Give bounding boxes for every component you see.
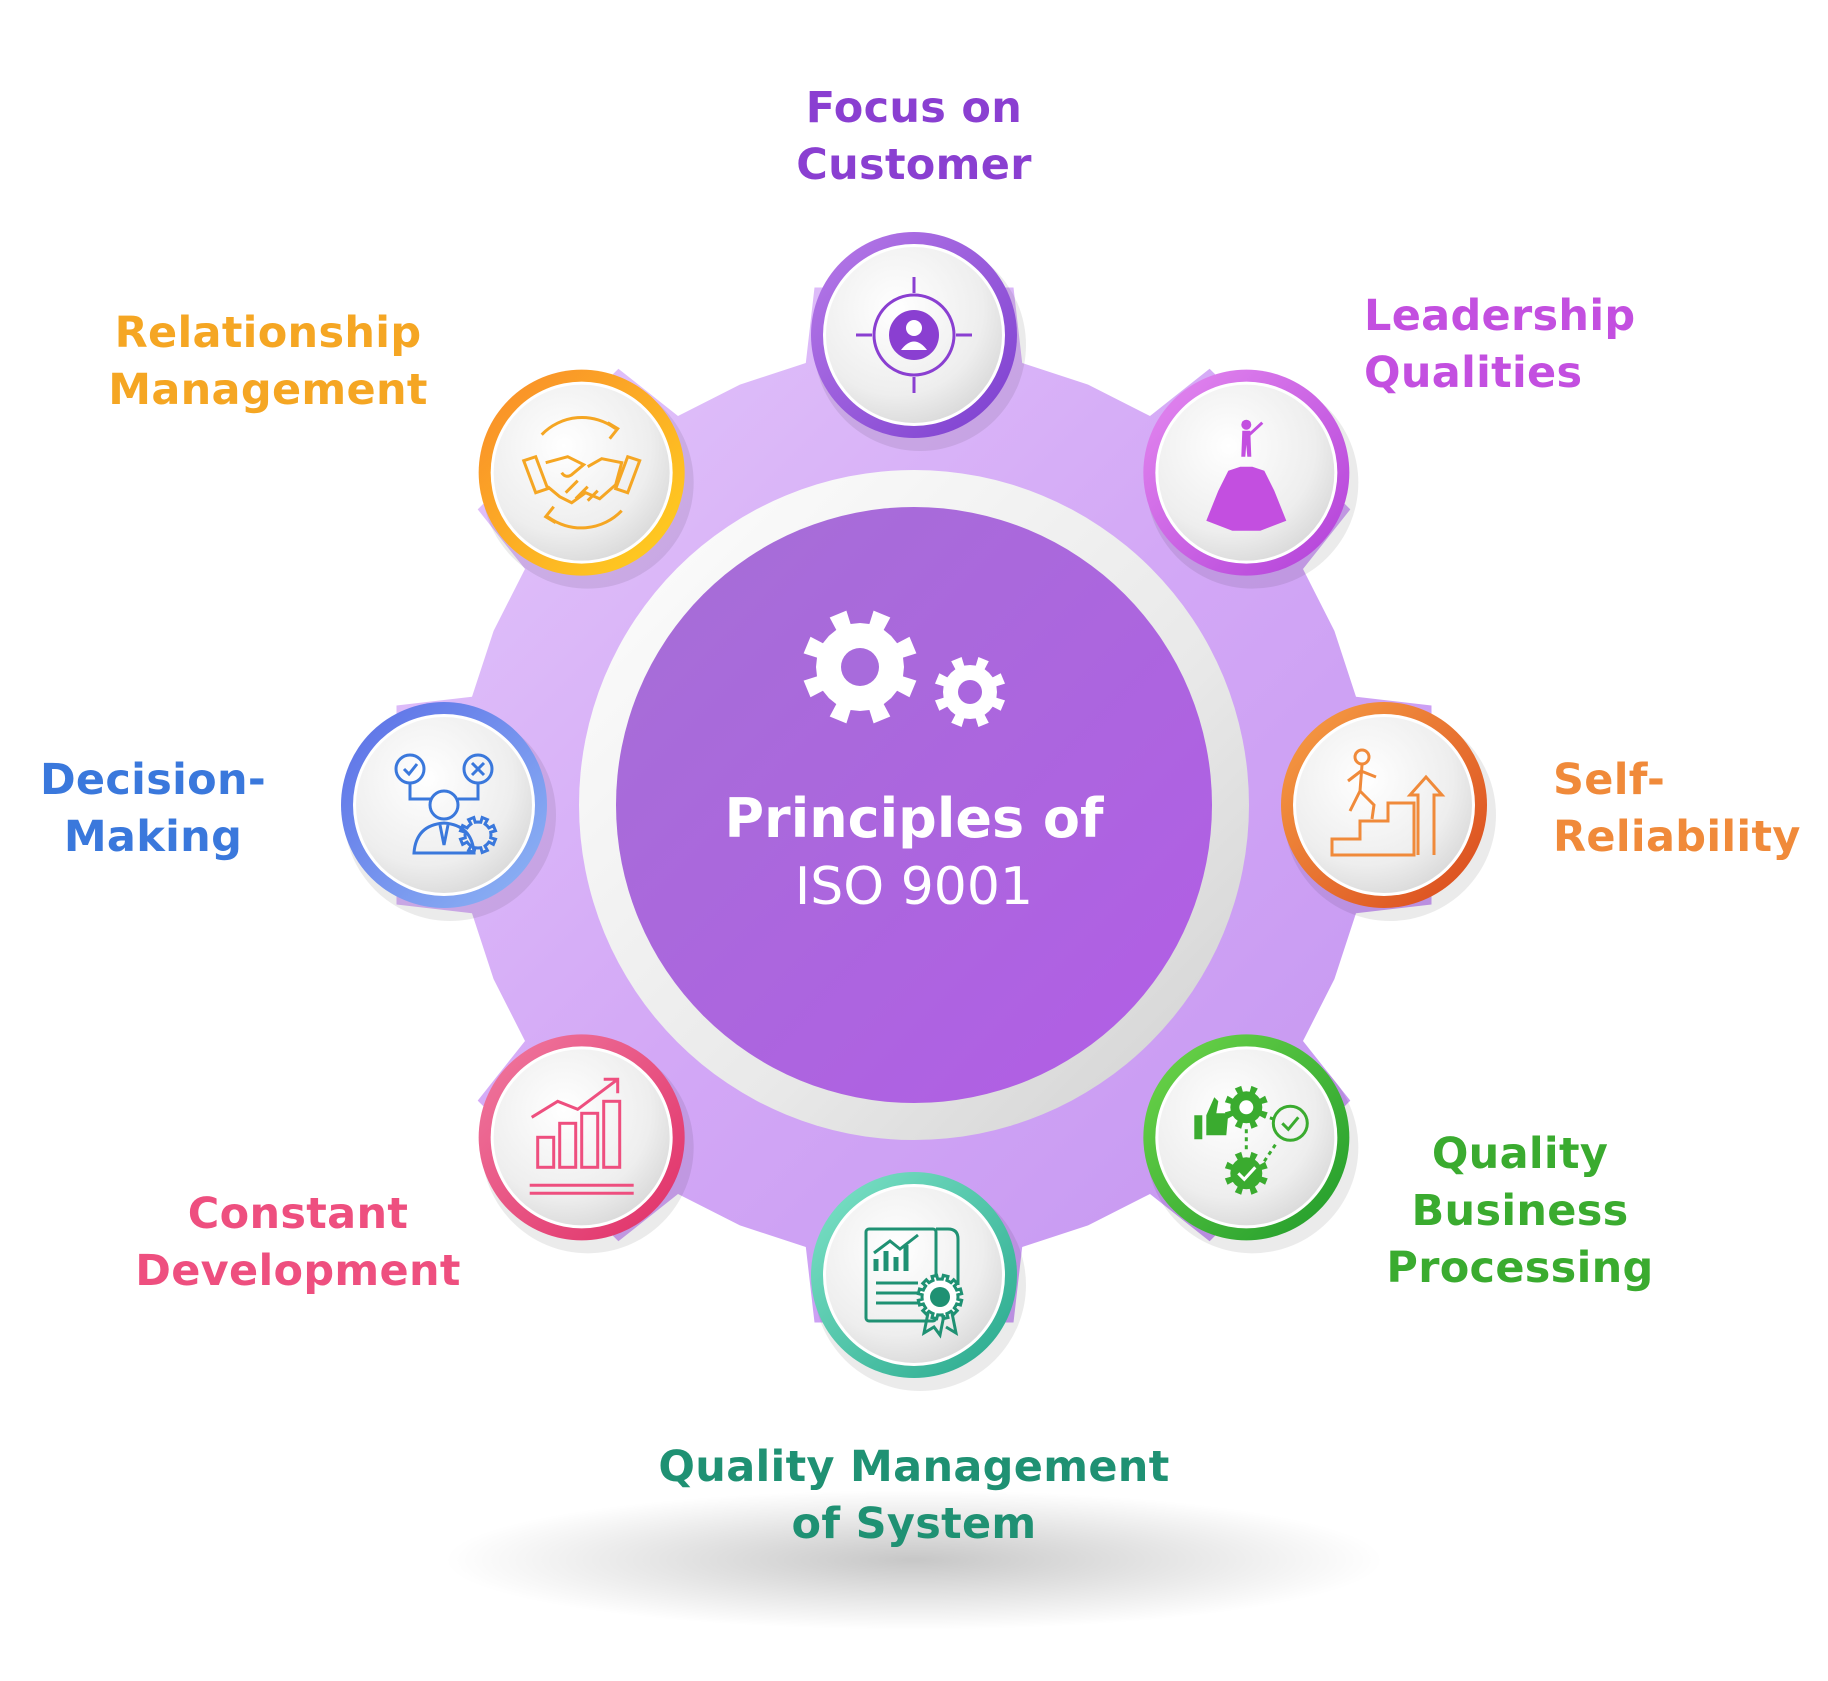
principle-node-1 bbox=[1143, 369, 1359, 589]
principle-node-4 bbox=[811, 1172, 1026, 1391]
climbing-steps-icon bbox=[1330, 748, 1446, 857]
ground-shadow bbox=[444, 1490, 1384, 1630]
principle-label-7-line1: Relationship bbox=[114, 308, 422, 358]
principle-label-5-line1: Constant bbox=[187, 1189, 409, 1239]
principle-label-6-line2: Making bbox=[63, 812, 243, 862]
principle-label-3-line3: Processing bbox=[1386, 1243, 1654, 1293]
principle-label-4-line1: Quality Management bbox=[658, 1442, 1170, 1492]
center-title-line2: ISO 9001 bbox=[794, 857, 1034, 917]
principle-node-2 bbox=[1281, 702, 1496, 921]
principle-label-3-line2: Business bbox=[1411, 1186, 1629, 1236]
center-title-line1: Principles of bbox=[724, 787, 1104, 850]
principle-label-0: Focus on Customer bbox=[796, 80, 1031, 194]
principle-label-7-line2: Management bbox=[108, 365, 428, 415]
gears-icon bbox=[803, 610, 1005, 727]
principle-label-2-line2: Reliability bbox=[1553, 812, 1801, 862]
principle-label-0-line2: Customer bbox=[796, 140, 1032, 190]
leader-peak-icon bbox=[1206, 419, 1287, 531]
principle-node-5 bbox=[478, 1034, 694, 1254]
principle-label-5-line2: Development bbox=[135, 1246, 461, 1296]
principle-node-0 bbox=[811, 232, 1026, 451]
business-gears-icon bbox=[1194, 1085, 1309, 1195]
target-user-icon bbox=[856, 277, 972, 393]
principle-node-7 bbox=[478, 369, 694, 589]
principle-label-6-line1: Decision- bbox=[39, 755, 267, 805]
certified-report-icon bbox=[864, 1227, 964, 1339]
decision-person-icon bbox=[394, 753, 498, 855]
principle-label-2: Self- Reliability bbox=[1553, 752, 1801, 866]
principle-label-1-line1: Leadership bbox=[1364, 291, 1636, 341]
principle-node-6 bbox=[341, 702, 556, 921]
principle-label-0-line1: Focus on bbox=[805, 83, 1023, 133]
handshake-icon bbox=[521, 416, 642, 530]
principle-label-6: Decision- Making bbox=[40, 752, 266, 866]
principle-label-3-line1: Quality bbox=[1431, 1129, 1609, 1179]
principle-node-3 bbox=[1143, 1034, 1359, 1254]
principle-label-4-line2: of System bbox=[791, 1499, 1037, 1549]
principle-label-4: Quality Management of System bbox=[658, 1439, 1169, 1553]
principle-circles bbox=[341, 232, 1496, 1391]
principle-label-1-line2: Qualities bbox=[1364, 348, 1583, 398]
principle-label-2-line1: Self- bbox=[1553, 755, 1666, 805]
growth-chart-icon bbox=[529, 1077, 634, 1195]
hub-core bbox=[616, 507, 1212, 1103]
